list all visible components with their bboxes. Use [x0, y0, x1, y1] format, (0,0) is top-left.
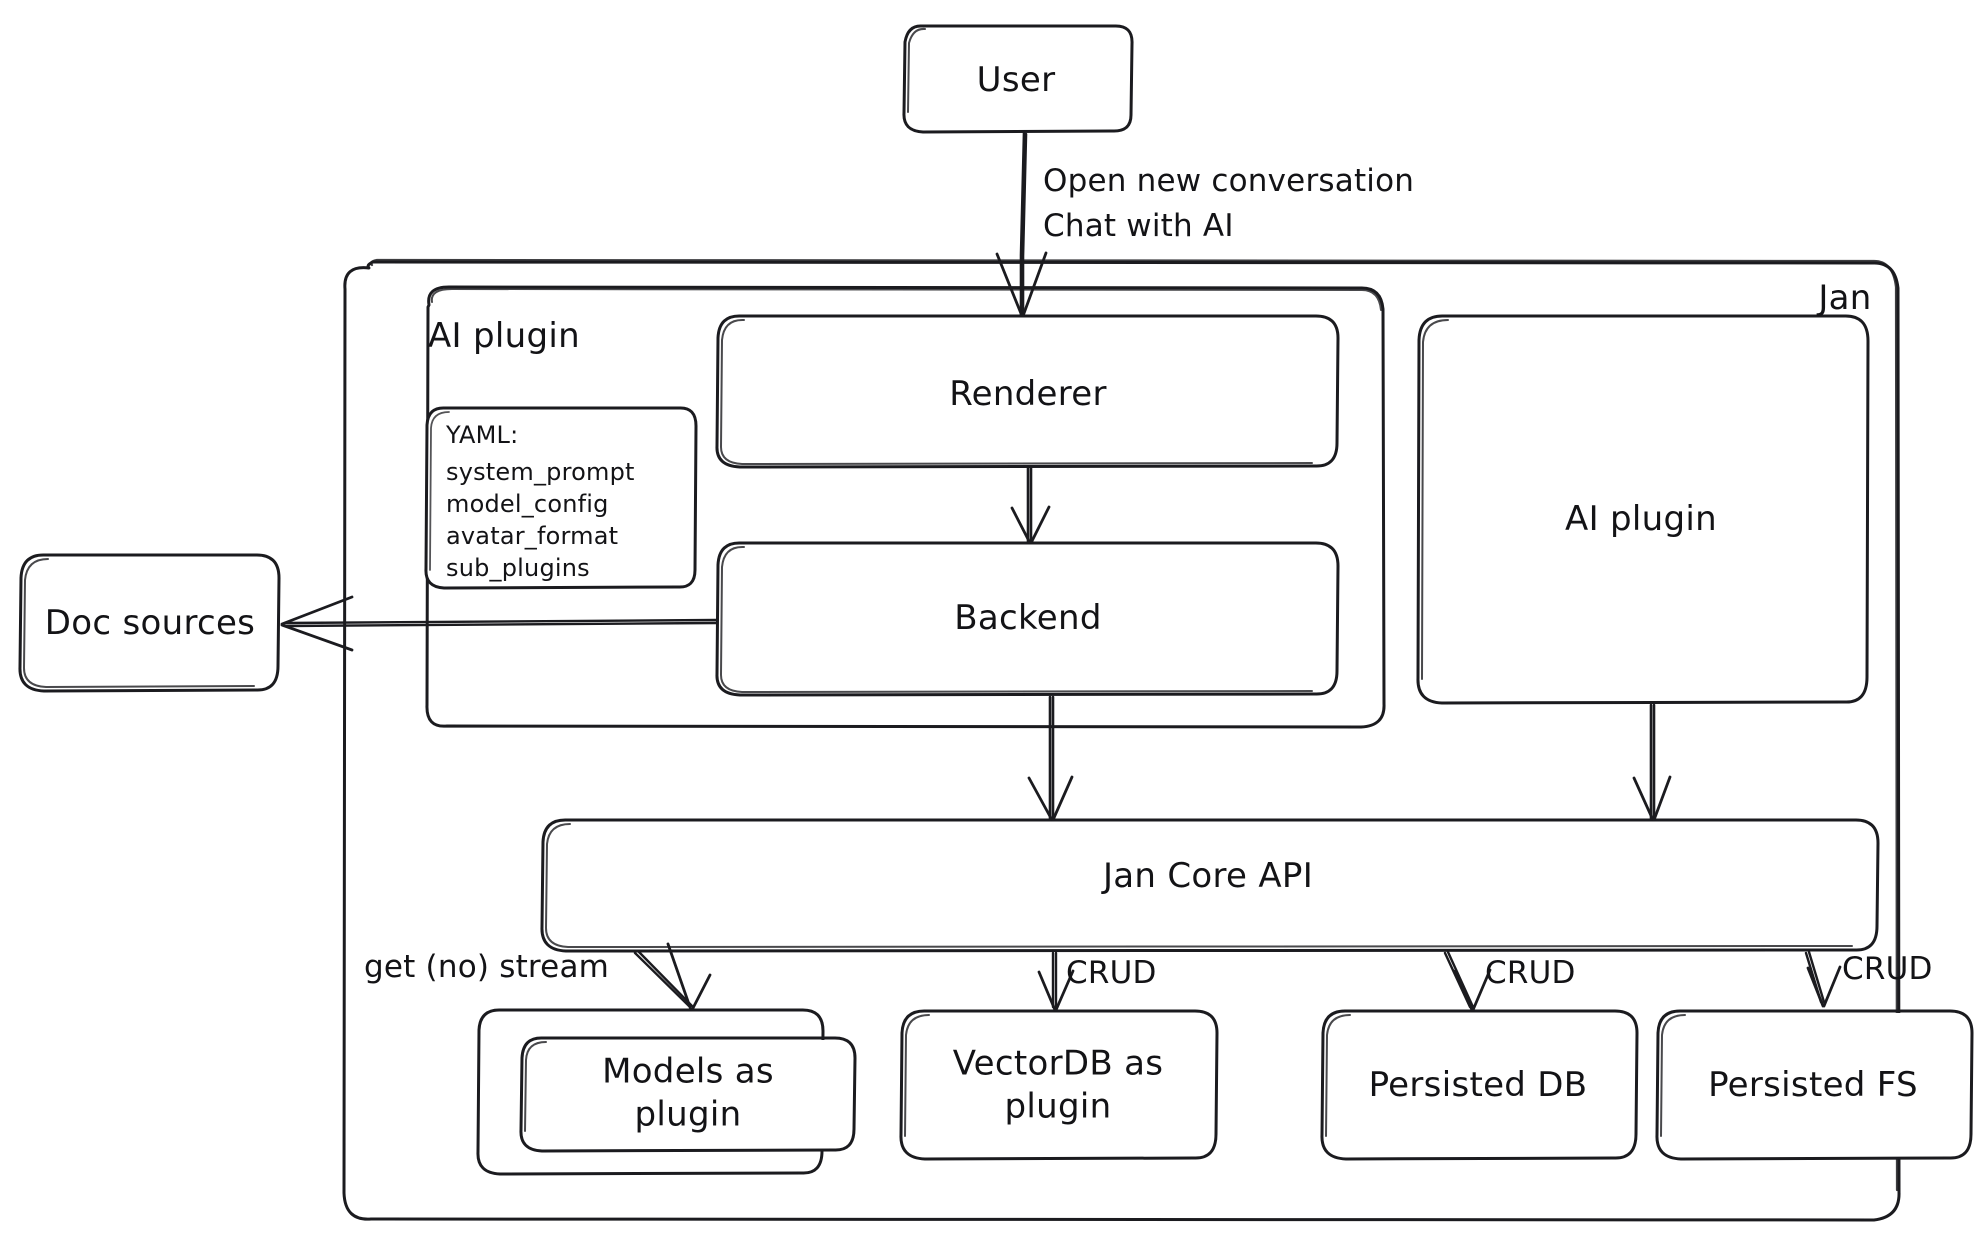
ai-plugin-right-box-shape — [1416, 314, 1870, 705]
arrow-backend-to-doc-sources — [280, 595, 718, 652]
models-as-plugin-node[interactable] — [478, 1009, 856, 1175]
persisted-fs-node[interactable] — [1657, 1010, 1973, 1160]
persisted-fs-box-shape — [1655, 1009, 1974, 1161]
arrow-core-to-persisted-fs — [1804, 950, 1842, 1008]
models-as-plugin-box-shape — [476, 1008, 857, 1176]
vectordb-as-plugin-box-shape — [899, 1009, 1219, 1161]
arrow-core-to-vectordb — [1037, 951, 1075, 1012]
yaml-card[interactable] — [426, 407, 697, 589]
arrow-core-to-persisted-db — [1443, 950, 1492, 1012]
arrow-backend-to-jan-core-api — [1027, 695, 1074, 822]
ai-plugin-right-node[interactable] — [1418, 315, 1869, 704]
doc-sources-box-shape — [18, 553, 281, 693]
persisted-db-box-shape — [1320, 1009, 1639, 1161]
vectordb-as-plugin-node[interactable] — [901, 1010, 1218, 1160]
user-box-shape — [899, 24, 1134, 134]
arrow-renderer-to-backend — [1010, 466, 1051, 545]
user-node[interactable] — [899, 26, 1133, 134]
persisted-db-node[interactable] — [1322, 1010, 1638, 1160]
backend-box-shape — [715, 541, 1340, 697]
doc-sources-node[interactable] — [20, 554, 280, 692]
arrow-ai-plugin-to-jan-core-api — [1632, 703, 1672, 822]
jan-core-api-node[interactable] — [542, 819, 1879, 952]
jan-container-shape — [342, 258, 1901, 1222]
arrow-core-to-models — [633, 942, 712, 1012]
ai-plugin-group-shape — [425, 285, 1386, 729]
arrow-user-to-renderer — [995, 131, 1048, 318]
yaml-card-shape — [424, 406, 698, 590]
backend-node[interactable] — [717, 542, 1339, 696]
renderer-node[interactable] — [717, 315, 1339, 468]
jan-core-api-box-shape — [540, 818, 1880, 953]
renderer-box-shape — [715, 314, 1340, 469]
